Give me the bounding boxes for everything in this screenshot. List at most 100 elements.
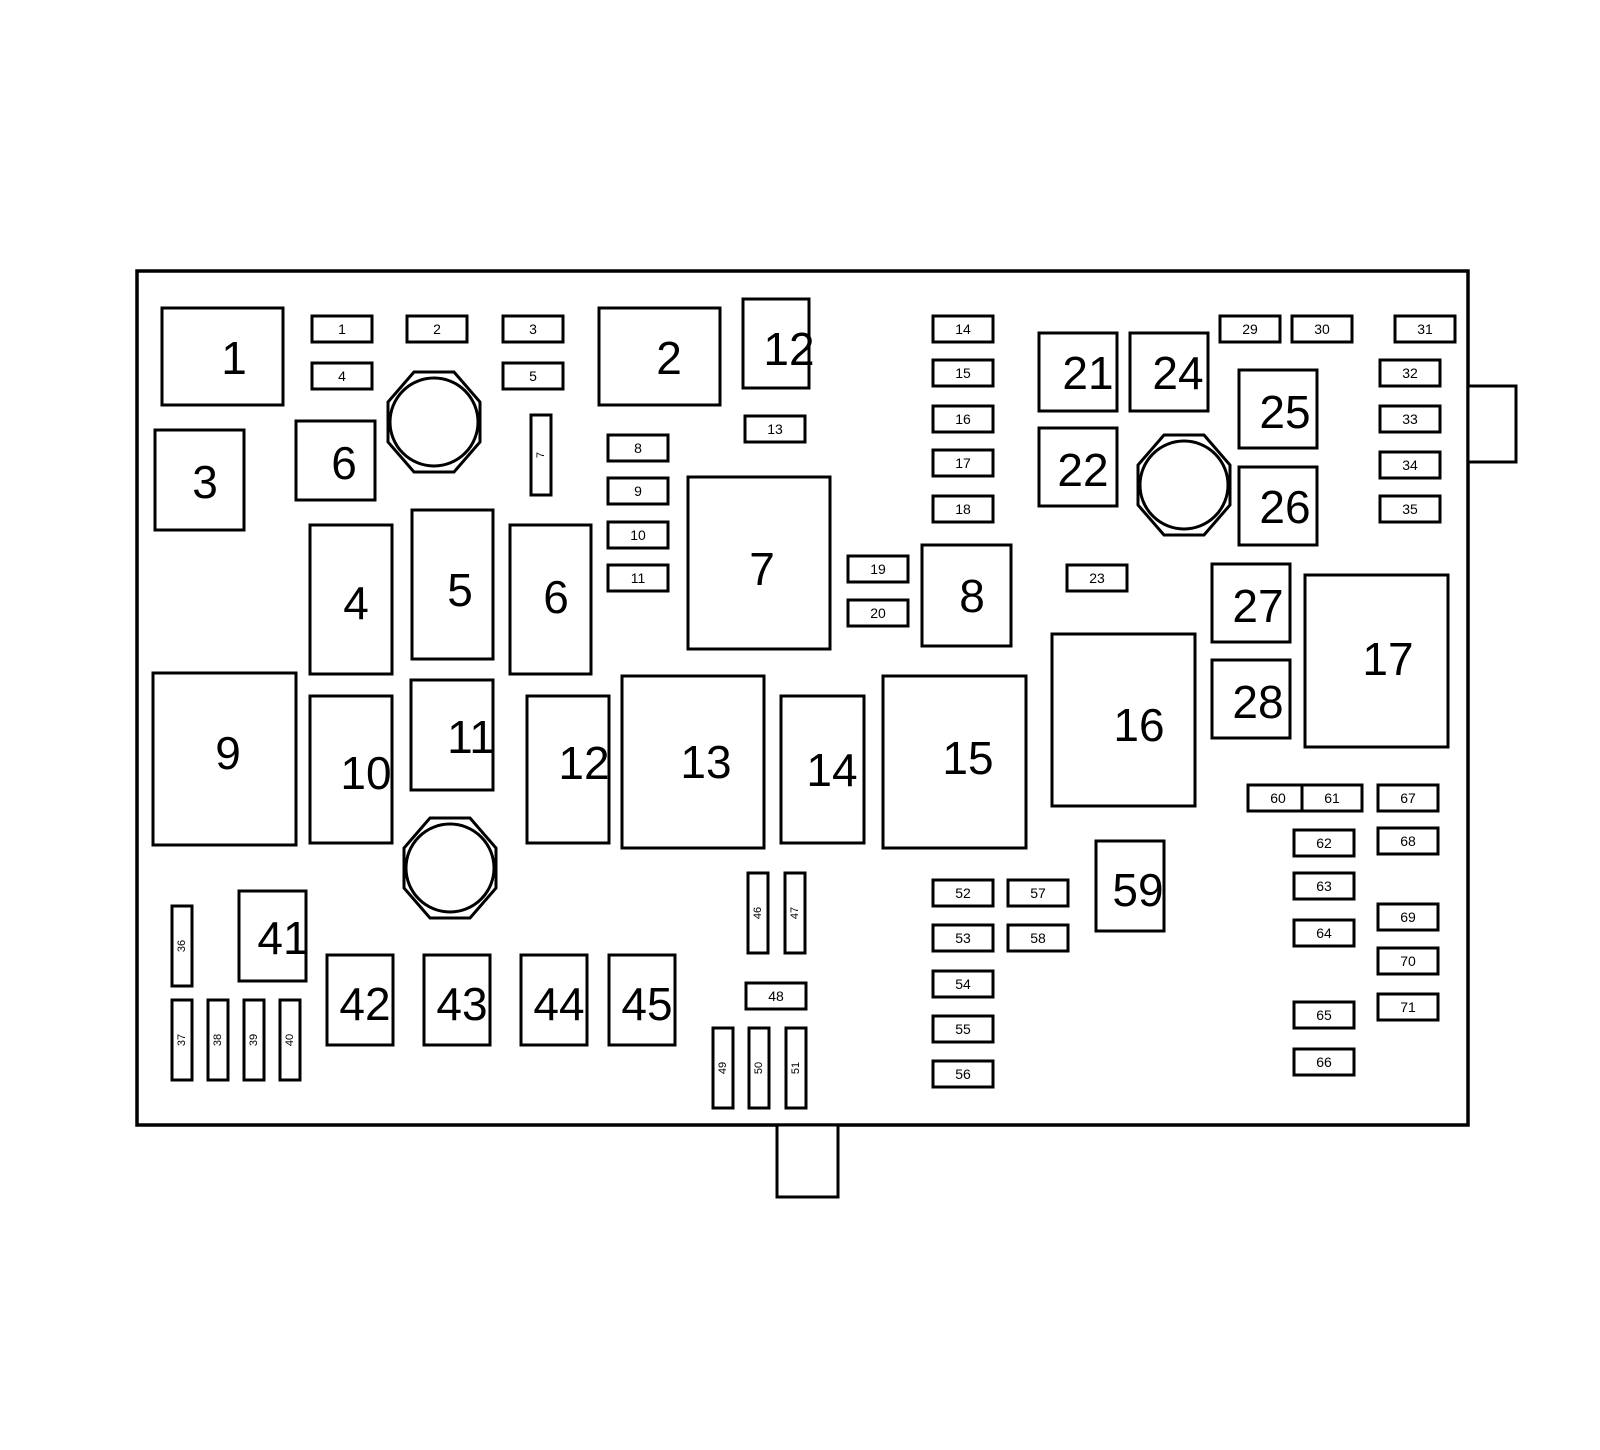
fuse-label: 63 bbox=[1316, 878, 1332, 894]
fuse-68: 68 bbox=[1376, 826, 1440, 856]
fuse-outline bbox=[1065, 563, 1129, 593]
fuse-17: 17 bbox=[931, 448, 995, 478]
fuse-label: 64 bbox=[1316, 925, 1332, 941]
relay-outline bbox=[779, 694, 866, 845]
relay-9: 9 bbox=[151, 671, 298, 847]
fuse-label: 11 bbox=[631, 570, 646, 586]
relay-28: 28 bbox=[1210, 658, 1292, 740]
fuse-outline bbox=[931, 969, 995, 999]
relay-27: 27 bbox=[1210, 562, 1292, 644]
fuse-outline bbox=[1292, 828, 1356, 858]
fuse-label: 19 bbox=[870, 561, 886, 577]
relay-12: 12 bbox=[525, 694, 611, 845]
fuse-label: 48 bbox=[768, 988, 784, 1004]
fuse-19: 19 bbox=[846, 554, 910, 584]
relay-label: 41 bbox=[257, 912, 308, 964]
relay-outline bbox=[741, 297, 811, 390]
relay-10: 10 bbox=[308, 694, 394, 845]
relay-outline bbox=[1128, 331, 1210, 413]
fuse-label: 17 bbox=[955, 455, 971, 471]
relay-59: 59 bbox=[1094, 839, 1166, 933]
fuse-36: 36 bbox=[170, 904, 194, 988]
relay-label: 1 bbox=[221, 332, 247, 384]
fuse-11: 11 bbox=[606, 563, 670, 593]
relay-2: 2 bbox=[597, 306, 722, 407]
fuse-outline bbox=[1378, 358, 1442, 388]
mounting-stud bbox=[1136, 433, 1232, 537]
fuse-label: 10 bbox=[630, 527, 646, 543]
fuse-label: 70 bbox=[1400, 953, 1416, 969]
fuse-label: 60 bbox=[1270, 790, 1286, 806]
fuse-outline bbox=[606, 476, 670, 506]
relay-label: 28 bbox=[1232, 676, 1283, 728]
relay-outline bbox=[237, 889, 308, 983]
fuse-66: 66 bbox=[1292, 1047, 1356, 1077]
fuse-62: 62 bbox=[1292, 828, 1356, 858]
connector-tab bbox=[775, 1123, 840, 1199]
fuse-57: 57 bbox=[1006, 878, 1070, 908]
relay-12: 12 bbox=[741, 297, 815, 390]
relay-outline bbox=[597, 306, 722, 407]
fuse-outline bbox=[1292, 871, 1356, 901]
fuse-outline bbox=[405, 314, 469, 344]
fuse-label: 18 bbox=[955, 501, 971, 517]
fuse-30: 30 bbox=[1290, 314, 1354, 344]
relay-label: 26 bbox=[1259, 481, 1310, 533]
relay-5: 5 bbox=[410, 508, 495, 661]
fuse-label: 15 bbox=[955, 365, 971, 381]
relay-label: 21 bbox=[1062, 347, 1113, 399]
relay-14: 14 bbox=[779, 694, 866, 845]
fuse-14: 14 bbox=[931, 314, 995, 344]
fuse-34: 34 bbox=[1378, 450, 1442, 480]
fuse-label: 35 bbox=[1402, 501, 1418, 517]
relay-label: 5 bbox=[447, 564, 473, 616]
fuse-label: 67 bbox=[1400, 790, 1416, 806]
relay-outline bbox=[1210, 562, 1292, 644]
fuse-label: 40 bbox=[284, 1034, 296, 1046]
fuse-outline bbox=[170, 904, 194, 988]
fuse-2: 2 bbox=[405, 314, 469, 344]
fuse-outline bbox=[1376, 946, 1440, 976]
fuse-5: 5 bbox=[501, 361, 565, 391]
relay-4: 4 bbox=[308, 523, 394, 676]
fuse-70: 70 bbox=[1376, 946, 1440, 976]
fuse-54: 54 bbox=[931, 969, 995, 999]
fuse-61: 61 bbox=[1300, 783, 1364, 813]
fuse-outline bbox=[206, 998, 230, 1082]
relay-label: 6 bbox=[543, 571, 569, 623]
relay-outline bbox=[308, 694, 394, 845]
relay-11: 11 bbox=[409, 678, 495, 792]
fuse-outline bbox=[1300, 783, 1364, 813]
fuse-outline bbox=[606, 563, 670, 593]
relay-label: 44 bbox=[533, 978, 584, 1030]
fuse-label: 46 bbox=[752, 907, 764, 919]
relay-outline bbox=[409, 678, 495, 792]
relay-label: 45 bbox=[621, 978, 672, 1030]
fuse-outline bbox=[846, 554, 910, 584]
relay-22: 22 bbox=[1037, 426, 1119, 508]
fuse-label: 66 bbox=[1316, 1054, 1332, 1070]
fuse-37: 37 bbox=[170, 998, 194, 1082]
fuse-label: 58 bbox=[1030, 930, 1046, 946]
relay-outline bbox=[153, 428, 246, 532]
relay-label: 7 bbox=[749, 543, 775, 595]
relay-1: 1 bbox=[160, 306, 285, 407]
fuse-46: 46 bbox=[746, 871, 770, 955]
fuse-outline bbox=[1292, 1000, 1356, 1030]
relay-label: 24 bbox=[1152, 347, 1203, 399]
fuse-label: 9 bbox=[634, 483, 642, 499]
fuse-55: 55 bbox=[931, 1014, 995, 1044]
relay-outline bbox=[422, 953, 492, 1047]
fuse-9: 9 bbox=[606, 476, 670, 506]
fuse-outline bbox=[783, 871, 807, 955]
relay-label: 8 bbox=[959, 570, 985, 622]
fuse-8: 8 bbox=[606, 433, 670, 463]
relay-label: 13 bbox=[680, 736, 731, 788]
fuse-16: 16 bbox=[931, 404, 995, 434]
fuse-65: 65 bbox=[1292, 1000, 1356, 1030]
mounting-stud bbox=[386, 370, 482, 474]
relay-6: 6 bbox=[508, 523, 593, 676]
fuse-52: 52 bbox=[931, 878, 995, 908]
fuse-label: 7 bbox=[535, 452, 547, 458]
relay-outline bbox=[519, 953, 589, 1047]
